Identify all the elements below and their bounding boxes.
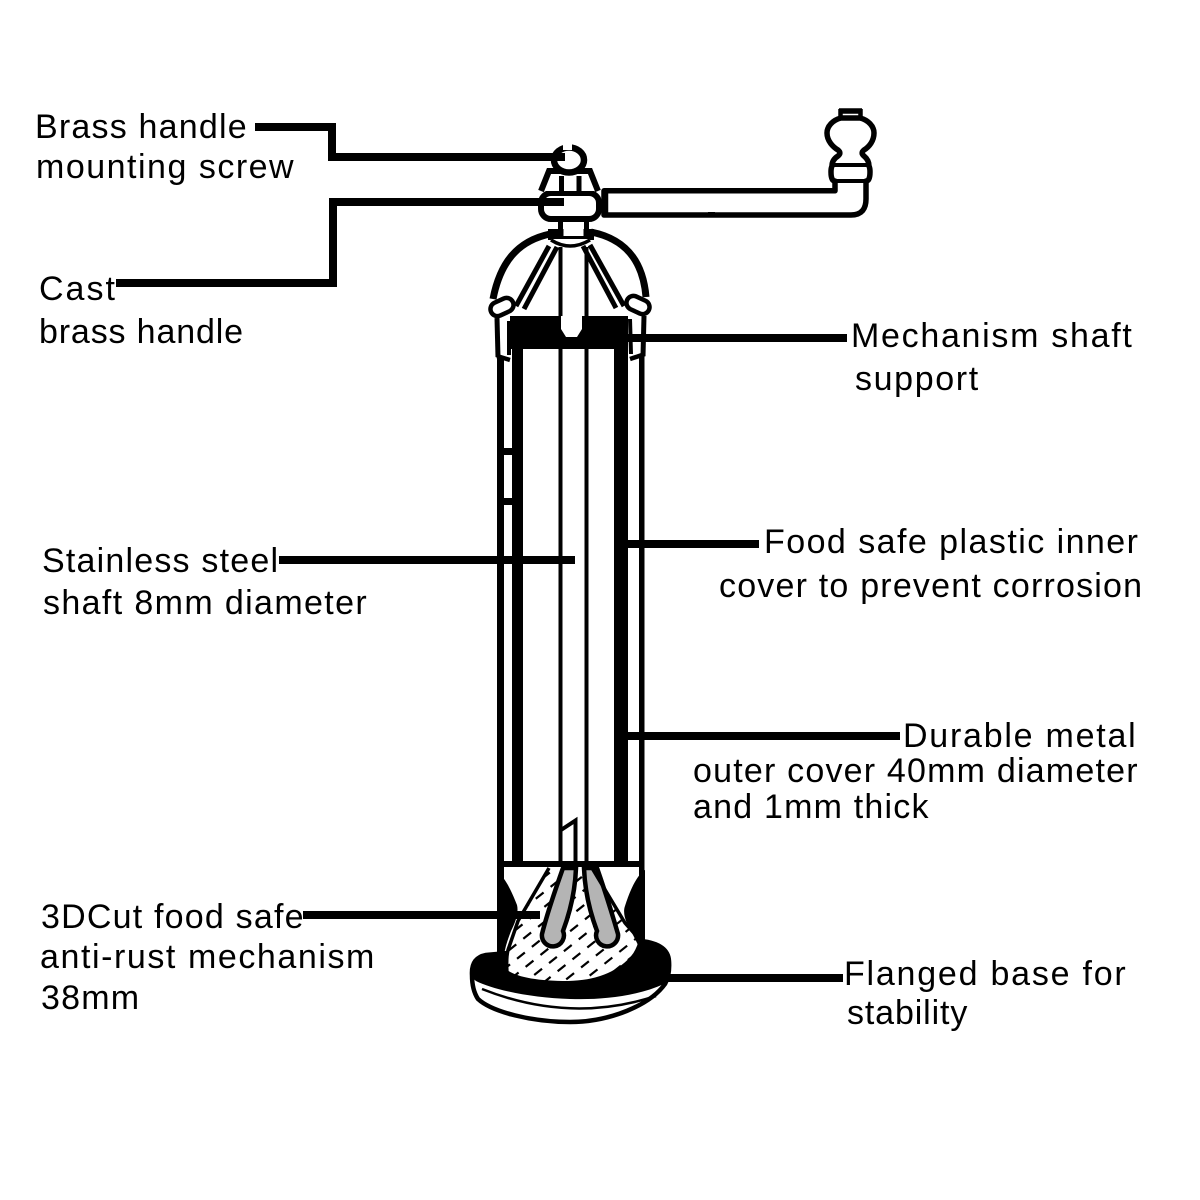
svg-text:Mechanism shaft: Mechanism shaft xyxy=(851,317,1134,355)
svg-text:support: support xyxy=(855,360,980,398)
svg-text:and 1mm thick: and 1mm thick xyxy=(693,788,930,826)
svg-text:shaft 8mm diameter: shaft 8mm diameter xyxy=(43,584,368,622)
svg-text:Flanged base for: Flanged base for xyxy=(844,955,1128,993)
svg-text:38mm: 38mm xyxy=(41,979,140,1017)
svg-text:anti-rust mechanism: anti-rust mechanism xyxy=(40,938,376,976)
svg-text:Stainless steel: Stainless steel xyxy=(42,542,279,580)
svg-text:cover to prevent corrosion: cover to prevent corrosion xyxy=(719,567,1143,605)
svg-text:3DCut food safe: 3DCut food safe xyxy=(41,898,305,936)
svg-text:Brass handle: Brass handle xyxy=(35,108,248,146)
svg-text:stability: stability xyxy=(847,994,968,1032)
svg-text:brass handle: brass handle xyxy=(39,313,244,351)
svg-text:mounting screw: mounting screw xyxy=(36,148,295,186)
svg-text:Cast: Cast xyxy=(39,270,117,308)
svg-text:Food safe plastic inner: Food safe plastic inner xyxy=(764,523,1139,561)
svg-text:Durable metal: Durable metal xyxy=(903,717,1137,755)
svg-text:outer cover 40mm diameter: outer cover 40mm diameter xyxy=(693,752,1139,790)
